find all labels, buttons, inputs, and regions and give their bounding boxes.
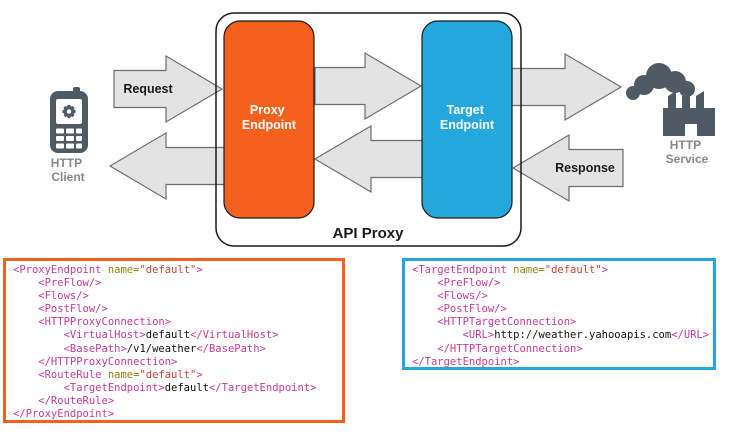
code-line: <BasePath>/v1/weather</BasePath> xyxy=(13,342,266,355)
target-endpoint-code-block: <TargetEndpoint name="default"> <PreFlow… xyxy=(402,258,716,370)
code-line: <HTTPTargetConnection> xyxy=(412,316,577,329)
code-line: <HTTPProxyConnection> xyxy=(13,316,172,329)
code-line: <URL>http://weather.yahooapis.com</URL> xyxy=(412,329,710,342)
keypad xyxy=(56,128,82,149)
proxy-endpoint-code-block: <ProxyEndpoint name="default"> <PreFlow/… xyxy=(3,258,345,423)
http-service-label: HTTP Service xyxy=(666,138,709,166)
code-line: </TargetEndpoint> xyxy=(412,355,520,368)
target-endpoint-label: Target Endpoint xyxy=(440,103,495,132)
proxy-endpoint-box xyxy=(223,20,315,219)
flow-diagram: Proxy Endpoint Target Endpoint Request R… xyxy=(50,12,715,247)
code-line: <PreFlow/> xyxy=(13,277,102,290)
code-line: <PreFlow/> xyxy=(412,277,501,290)
request-arrow xyxy=(113,54,224,124)
factory-icon xyxy=(663,91,715,136)
proxy-endpoint-label: Proxy Endpoint xyxy=(242,103,297,132)
code-line: <TargetEndpoint name="default"> xyxy=(412,264,608,276)
target-endpoint-box xyxy=(421,20,513,219)
gear-icon xyxy=(62,105,76,118)
api-proxy-label: API Proxy xyxy=(333,225,405,242)
http-client-label: HTTP Client xyxy=(51,156,85,184)
code-line: <TargetEndpoint>default</TargetEndpoint> xyxy=(13,381,317,394)
code-line: <VirtualHost>default</VirtualHost> xyxy=(13,329,279,342)
code-line: <PostFlow/> xyxy=(412,303,507,316)
code-line: <ProxyEndpoint name="default"> xyxy=(13,264,203,276)
code-line: </ProxyEndpoint> xyxy=(13,408,115,421)
smoke-cloud-icon xyxy=(626,63,695,100)
code-line: <Flows/> xyxy=(13,290,89,303)
http-service-icon xyxy=(626,63,715,136)
response-label: Response xyxy=(555,161,615,175)
target-to-proxy-arrow xyxy=(313,124,424,194)
response-to-client-arrow xyxy=(108,131,227,201)
code-line: </HTTPTargetConnection> xyxy=(412,342,583,355)
code-line: <Flows/> xyxy=(412,290,488,303)
code-line: <RouteRule name="default"> xyxy=(13,368,203,381)
response-arrow xyxy=(511,133,624,203)
target-to-service-arrow xyxy=(511,52,623,122)
api-proxy-container xyxy=(215,12,522,247)
request-label: Request xyxy=(123,82,173,96)
code-line: </RouteRule> xyxy=(13,394,115,407)
http-client-icon xyxy=(50,87,88,153)
code-line: <PostFlow/> xyxy=(13,303,108,316)
code-line: </HTTPProxyConnection> xyxy=(13,355,178,368)
proxy-to-target-arrow xyxy=(314,51,423,121)
